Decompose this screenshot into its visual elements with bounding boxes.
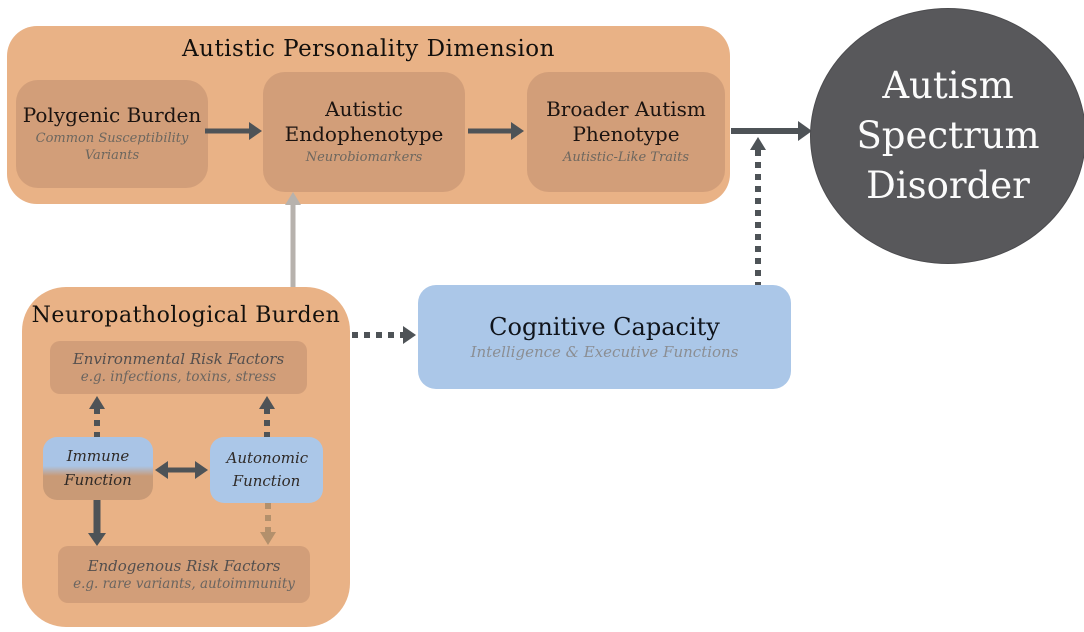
autistic-endophenotype-node: Autistic Endophenotype Neurobiomarkers (263, 72, 465, 192)
arrow-head-left (155, 461, 168, 479)
arrow-head (511, 122, 524, 140)
arrow-shaft (731, 128, 801, 134)
polygenic-burden-title: Polygenic Burden (22, 103, 202, 128)
immune-function-node: Immune Function (43, 437, 153, 500)
arrow-autonomic-to-endogenous-icon (259, 503, 277, 545)
arrow-neuropathological-to-endophenotype-icon (285, 192, 301, 287)
broader-autism-phenotype-title: Broader Autism Phenotype (546, 97, 706, 147)
autistic-endophenotype-title: Autistic Endophenotype (284, 97, 444, 147)
arrow-cognitive-to-asd-pathway-icon (749, 137, 767, 285)
autistic-personality-dimension-title: Autistic Personality Dimension (182, 36, 555, 62)
environmental-risk-factors-node: Environmental Risk Factors e.g. infectio… (50, 341, 307, 394)
arrow-shaft (166, 467, 197, 473)
cognitive-capacity-node: Cognitive Capacity Intelligence & Execut… (418, 285, 791, 389)
arrow-head (798, 121, 812, 141)
arrow-head (259, 396, 275, 409)
arrow-shaft (264, 408, 270, 437)
arrow-phenotype-to-asd-icon (731, 121, 812, 141)
arrow-head (88, 533, 106, 546)
arrow-shaft (265, 503, 271, 533)
autism-spectrum-disorder-node: Autism Spectrum Disorder (810, 8, 1084, 264)
arrow-head (260, 532, 276, 545)
arrow-head-right (195, 461, 208, 479)
autism-spectrum-disorder-title: Autism Spectrum Disorder (856, 64, 1040, 207)
environmental-risk-factors-title: Environmental Risk Factors (72, 350, 285, 368)
neuropathological-burden-title: Neuropathological Burden (31, 303, 341, 328)
arrow-shaft (352, 332, 405, 338)
arrow-immune-autonomic-bidirectional-icon (155, 461, 208, 479)
arrow-neuropathological-to-cognitive-icon (352, 326, 416, 344)
arrow-shaft (93, 500, 101, 534)
autonomic-function-node: Autonomic Function (210, 437, 323, 503)
neuropathological-burden-panel: Neuropathological Burden Environmental R… (22, 287, 350, 627)
arrow-shaft (468, 128, 513, 134)
arrow-autonomic-to-environmental-icon (259, 396, 275, 437)
endogenous-risk-factors-node: Endogenous Risk Factors e.g. rare varian… (58, 546, 310, 603)
arrow-immune-to-environmental-icon (89, 396, 105, 437)
autistic-endophenotype-subtitle: Neurobiomarkers (305, 150, 423, 166)
environmental-risk-factors-subtitle: e.g. infections, toxins, stress (80, 369, 277, 385)
endogenous-risk-factors-subtitle: e.g. rare variants, autoimmunity (73, 576, 295, 592)
arrow-head (249, 122, 262, 140)
arrow-shaft (290, 203, 296, 287)
arrow-polygenic-to-endophenotype-icon (205, 122, 262, 140)
arrow-head (285, 192, 301, 205)
broader-autism-phenotype-subtitle: Autistic-Like Traits (562, 150, 690, 166)
autonomic-function-title: Autonomic Function (226, 448, 309, 490)
endogenous-risk-factors-title: Endogenous Risk Factors (87, 557, 281, 575)
arrow-endophenotype-to-broader-icon (468, 122, 524, 140)
polygenic-burden-subtitle: Common Susceptibility Variants (35, 131, 189, 163)
immune-function-title: Immune Function (64, 447, 132, 489)
cognitive-capacity-subtitle: Intelligence & Executive Functions (470, 343, 739, 361)
arrow-head (89, 396, 105, 409)
cognitive-capacity-title: Cognitive Capacity (489, 313, 720, 341)
broader-autism-phenotype-node: Broader Autism Phenotype Autistic-Like T… (527, 72, 725, 192)
autistic-personality-dimension-panel: Autistic Personality Dimension Polygenic… (7, 26, 730, 204)
arrow-shaft (205, 128, 251, 134)
arrow-shaft (94, 408, 100, 437)
arrow-head (750, 137, 766, 150)
arrow-shaft (755, 150, 761, 285)
arrow-head (403, 326, 416, 344)
arrow-immune-to-endogenous-icon (88, 500, 106, 546)
polygenic-burden-node: Polygenic Burden Common Susceptibility V… (16, 80, 208, 188)
